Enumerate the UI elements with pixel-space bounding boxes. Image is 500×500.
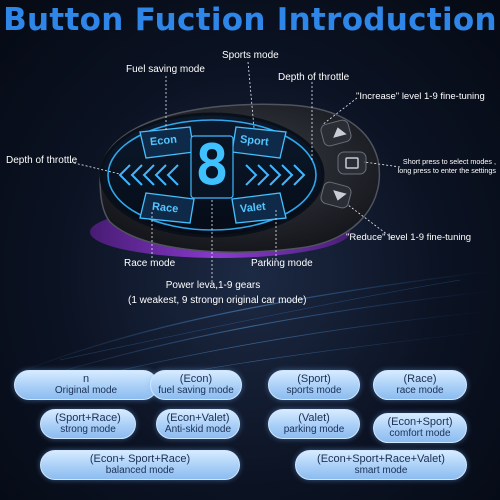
race-tab <box>139 192 195 224</box>
power-callout: Power leva,1-9 gears (1 weakest, 9 stron… <box>128 280 307 306</box>
mode-button-line1: (Econ+ Sport+Race) <box>89 453 191 465</box>
increase-callout: "Increase" level 1-9 fine-tuning <box>356 91 485 102</box>
mode-button-line2: balanced mode <box>105 465 175 476</box>
mode-button-line2: sports mode <box>286 385 342 396</box>
mode-button-line1: (Econ) <box>179 373 213 385</box>
mode-button-line1: n <box>82 373 90 385</box>
mode-button-original[interactable]: n Original mode <box>14 370 158 400</box>
mode-button-line2: race mode <box>396 385 444 396</box>
mode-button-sport[interactable]: (Sport) sports mode <box>268 370 360 400</box>
mode-button-line2: smart mode <box>354 465 408 476</box>
mode-button-line1: (Race) <box>403 373 437 385</box>
control-buttons <box>320 119 367 209</box>
display-digit: 8 <box>195 133 229 198</box>
mode-button-line1: (Econ+Valet) <box>166 412 230 424</box>
chevrons-right <box>245 164 306 186</box>
mode-button-econ[interactable]: (Econ) fuel saving mode <box>150 370 242 400</box>
mode-button-line1: (Sport+Race) <box>55 412 121 424</box>
mode-button-line1: (Sport) <box>297 373 331 385</box>
mode-button-line2: fuel saving mode <box>158 385 234 396</box>
short-press-line-1: Short press to select modes , <box>402 157 496 166</box>
parking-callout: Parking mode <box>251 258 313 269</box>
digit-box <box>190 135 234 199</box>
race-mode-label: Race <box>151 200 179 216</box>
mode-button-econ-sport[interactable]: (Econ+Sport) comfort mode <box>373 413 467 443</box>
mode-button-line2: comfort mode <box>389 428 451 439</box>
valet-tab <box>231 192 287 224</box>
race-callout: Race mode <box>124 258 176 269</box>
mode-button-econ-valet[interactable]: (Econ+Valet) Anti-skid mode <box>156 409 240 439</box>
mode-button-balanced[interactable]: (Econ+ Sport+Race) balanced mode <box>40 450 240 480</box>
callout-lines <box>69 61 401 282</box>
menu-icon <box>345 157 359 169</box>
power-line-2: (1 weakest, 9 strongn original car mode) <box>128 295 307 306</box>
mode-button-line2: strong mode <box>60 424 116 435</box>
select-button <box>337 151 367 175</box>
reduce-callout: "Reduce" level 1-9 fine-tuning <box>346 232 472 243</box>
chevrons-left <box>118 164 179 186</box>
fuel-saving-callout: Fuel saving mode <box>126 64 205 75</box>
mode-button-sport-race[interactable]: (Sport+Race) strong mode <box>40 409 136 439</box>
page-title: Button Fuction Introduction <box>3 2 497 38</box>
down-arrow-icon <box>333 190 347 201</box>
mode-button-race[interactable]: (Race) race mode <box>373 370 467 400</box>
mode-button-line2: parking mode <box>283 424 345 435</box>
mode-button-line2: Original mode <box>54 385 118 396</box>
mode-button-valet[interactable]: (Valet) parking mode <box>268 409 360 439</box>
depth-throttle-right-callout: Depth of throttle <box>278 72 350 83</box>
short-press-callout: Short press to select modes , long press… <box>392 157 496 175</box>
mode-button-line1: (Valet) <box>298 412 330 424</box>
depth-throttle-left-callout: Depth of throttle <box>6 155 78 166</box>
mode-button-line1: (Econ+Sport) <box>387 416 453 428</box>
sports-callout: Sports mode <box>222 50 279 61</box>
mode-button-line2: Anti-skid mode <box>164 424 232 435</box>
power-line-1: Power leva,1-9 gears <box>165 280 261 291</box>
mode-button-smart[interactable]: (Econ+Sport+Race+Valet) smart mode <box>295 450 467 480</box>
short-press-line-2: long press to enter the settings <box>397 166 496 175</box>
up-arrow-icon <box>333 127 347 138</box>
mode-button-line1: (Econ+Sport+Race+Valet) <box>317 453 445 465</box>
